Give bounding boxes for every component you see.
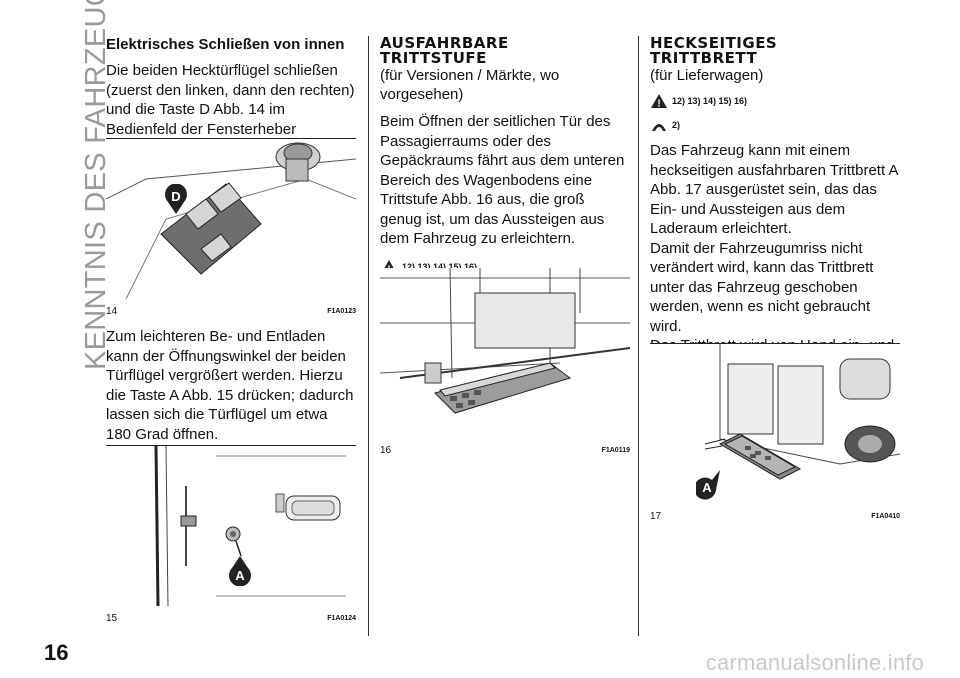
section-side-title: KENNTNIS DES FAHRZEUGES	[80, 0, 112, 370]
page-number: 16	[44, 640, 69, 665]
figure-16-illustration	[380, 268, 630, 440]
warning-refs: ! 12) 13) 14) 15) 16)	[650, 93, 900, 109]
figure-number: 16	[380, 445, 392, 456]
figure-16-caption: 16 F1A0119	[380, 442, 630, 460]
watermark-footer: carmanualsonline.info	[705, 650, 924, 675]
figure-17-illustration	[650, 344, 900, 504]
column-1: Elektrisches Schließen von innen Die bei…	[106, 36, 356, 169]
figure-14-caption: 14 F1A0123	[106, 303, 356, 321]
callout-marker-d: D	[165, 184, 187, 214]
warning-icon: !	[651, 94, 667, 110]
figure-number: 15	[106, 613, 118, 624]
heading-extendable-step: AUSFAHRBARE TRITTSTUFE	[380, 34, 509, 67]
heading-electric-closing: Elektrisches Schließen von innen	[106, 36, 345, 53]
figure-17: A 17 F1A0410	[650, 343, 900, 524]
figure-code: F1A0123	[327, 308, 356, 315]
figure-15: A 15 F1A0124	[106, 445, 356, 626]
figure-number: 14	[106, 306, 118, 317]
figure-code: F1A0119	[601, 447, 630, 454]
svg-text:D: D	[171, 189, 180, 204]
paragraph: Zum leichteren Be- und Entladen kann der…	[106, 328, 354, 443]
paragraph: Die beiden Hecktürflügel schließen (zuer…	[106, 62, 355, 157]
environment-icon	[652, 124, 666, 131]
heading-rear-step: HECKSEITIGES TRITTBRETT	[650, 34, 778, 67]
figure-16: 16 F1A0119	[380, 268, 630, 458]
column-divider	[638, 36, 639, 636]
heading-note: (für Lieferwagen)	[650, 67, 764, 84]
paragraph: Beim Öffnen der seitlichen Tür des Passa…	[380, 113, 625, 247]
callout-marker-a: A	[229, 556, 251, 586]
figure-14: D 14 F1A0123	[106, 138, 356, 319]
environment-refs: 2)	[650, 117, 900, 133]
column-2: AUSFAHRBARE TRITTSTUFE (für Versionen / …	[380, 36, 630, 307]
column-3: HECKSEITIGES TRITTBRETT (für Lieferwagen…	[650, 36, 900, 385]
figure-14-illustration	[106, 139, 356, 299]
heading-note: (für Versionen / Märkte, wo vorgesehen)	[380, 67, 560, 103]
figure-15-caption: 15 F1A0124	[106, 610, 356, 628]
figure-17-caption: 17 F1A0410	[650, 508, 900, 526]
column-1-lower: Zum leichteren Be- und Entladen kann der…	[106, 327, 356, 454]
callout-marker-a: A	[696, 470, 720, 500]
svg-text:A: A	[235, 568, 245, 583]
figure-code: F1A0124	[327, 615, 356, 622]
figure-number: 17	[650, 511, 662, 522]
svg-text:!: !	[657, 99, 660, 110]
column-divider	[368, 36, 369, 636]
svg-text:A: A	[702, 480, 712, 495]
figure-code: F1A0410	[871, 513, 900, 520]
paragraph: Das Fahrzeug kann mit einem heckseitigen…	[650, 142, 898, 374]
